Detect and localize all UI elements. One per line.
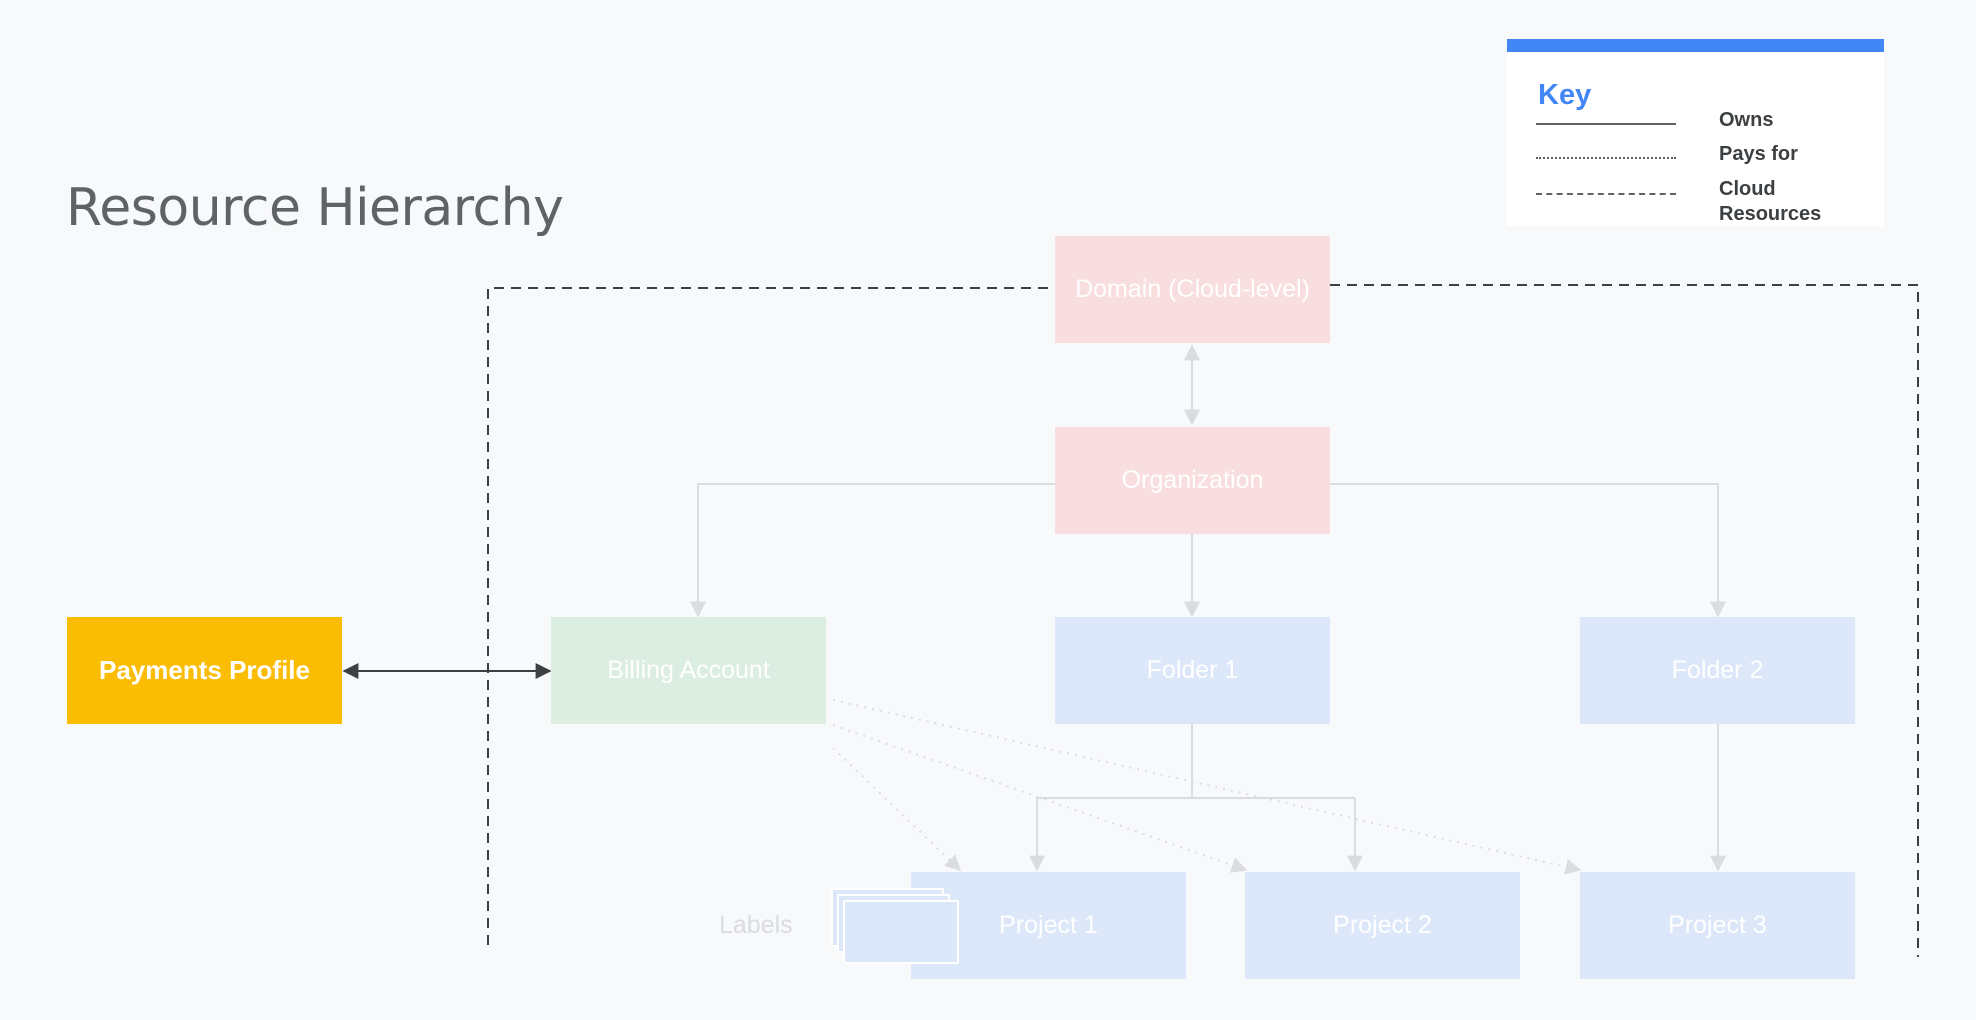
billing-project2-dotted: [832, 724, 1248, 873]
cloud-boundary-right: [1330, 284, 1919, 957]
legend-cloud-resources-line2: Resources: [1719, 203, 1822, 225]
project3-node: Project 3: [1580, 872, 1855, 979]
legend-pays-for-label: Pays for: [1719, 143, 1798, 165]
organization-node: Organization: [1055, 427, 1330, 534]
label-card-front: [843, 900, 959, 964]
domain-node: Domain (Cloud-level): [1055, 236, 1330, 343]
folder1-project1-line: [1029, 797, 1355, 872]
legend-owns-label: Owns: [1719, 109, 1774, 131]
billing-account-node: Billing Account: [551, 617, 826, 724]
legend-cloud-resources-line1: Cloud: [1719, 178, 1776, 200]
project2-node: Project 2: [1245, 872, 1520, 979]
legend-title: Key: [1538, 79, 1592, 111]
billing-project3-dotted: [832, 699, 1582, 875]
legend-solid-line: [1536, 123, 1676, 125]
legend-accent-bar: [1507, 39, 1884, 52]
legend-dashed-line: [1536, 193, 1676, 195]
legend-box: Key Owns Pays for Cloud Resources: [1507, 39, 1884, 226]
org-billing-line: [690, 483, 1055, 618]
org-folder2-line: [1330, 483, 1726, 618]
billing-project1-dotted: [832, 747, 962, 872]
page-title: Resource Hierarchy: [66, 178, 564, 238]
legend-dotted-line: [1536, 157, 1676, 159]
legend-cloud-resources-label: Cloud Resources: [1719, 177, 1821, 227]
labels-text: Labels: [719, 911, 793, 939]
folder2-node: Folder 2: [1580, 617, 1855, 724]
folder1-node: Folder 1: [1055, 617, 1330, 724]
payments-profile-node: Payments Profile: [67, 617, 342, 724]
